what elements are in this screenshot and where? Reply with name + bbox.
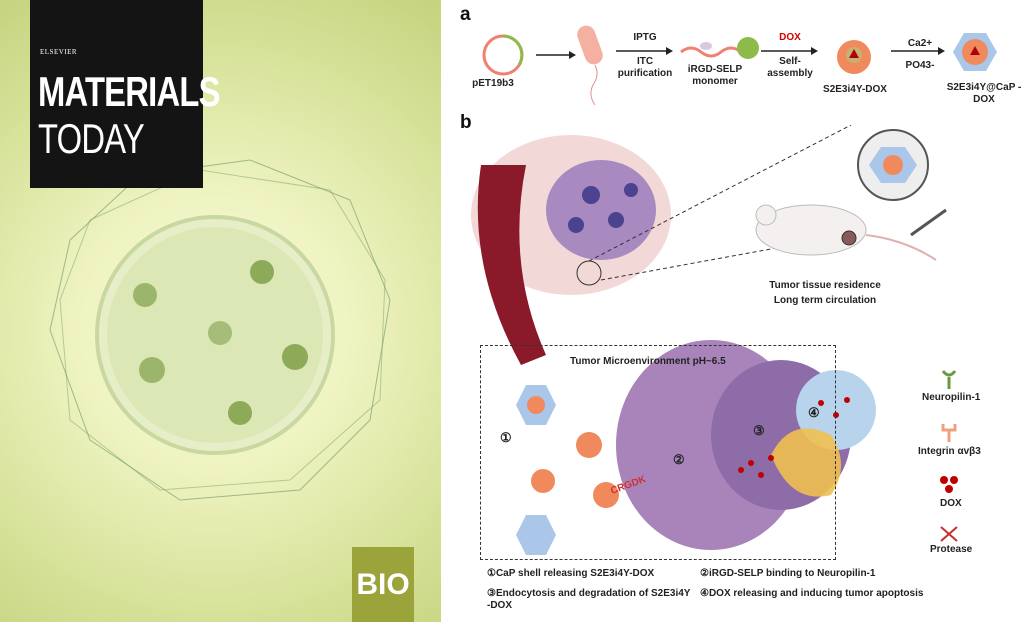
step-marker-2: ② (673, 452, 685, 467)
legend-dox: DOX (940, 498, 962, 509)
step-marker-4: ④ (808, 405, 820, 420)
step-self-assembly: Self-assembly (767, 56, 813, 79)
legend-neuropilin: Neuropilin-1 (922, 392, 981, 403)
step-plasmid: pET19b3 (472, 78, 514, 89)
step-calcium: Ca2+ (907, 38, 933, 49)
mouse-caption-residence: Tumor tissue residence (769, 280, 881, 291)
panel-a-label: a (460, 4, 471, 25)
panel-b-graphics (471, 125, 958, 555)
box-title: Tumor Microenvironment pH~6.5 (570, 356, 726, 367)
step-description-4: ④DOX releasing and inducing tumor apopto… (700, 588, 924, 599)
step-description-1: ①CaP shell releasing S2E3i4Y-DOX (487, 568, 655, 579)
step-description-3: ③Endocytosis and degradation of S2E3i4Y … (487, 588, 691, 611)
step-monomer: iRGD-SELP monomer (687, 64, 743, 87)
step-iptg: IPTG (633, 32, 657, 43)
mouse-caption-circulation: Long term circulation (773, 295, 877, 306)
step-description-2: ②iRGD-SELP binding to Neuropilin-1 (700, 568, 876, 579)
step-micelle: S2E3i4Y-DOX (823, 84, 887, 95)
step-dox: DOX (779, 32, 801, 43)
journal-title-line2: TODAY (38, 115, 145, 162)
step-itc: ITC purification (617, 56, 673, 79)
publisher-name: ELSEVIER (40, 48, 78, 56)
journal-cover: ELSEVIER MATERIALS TODAY BIO (0, 0, 441, 622)
petri-dish-illustration (49, 159, 391, 501)
journal-title-line1: MATERIALS (38, 68, 220, 115)
section-badge: BIO (352, 547, 414, 622)
step-marker-1: ① (500, 430, 512, 445)
step-marker-3: ③ (753, 423, 765, 438)
panel-b-label: b (460, 112, 472, 133)
step-phosphate: PO43- (905, 60, 935, 71)
legend-protease: Protease (930, 544, 973, 555)
journal-logo: ELSEVIER MATERIALS TODAY (30, 0, 220, 188)
tumor-microenvironment-box (480, 345, 836, 560)
legend-integrin: Integrin αvβ3 (918, 446, 981, 457)
step-cap-coated: S2E3i4Y@CaP -DOX (946, 82, 1022, 105)
panel-a-graphics (482, 25, 997, 106)
